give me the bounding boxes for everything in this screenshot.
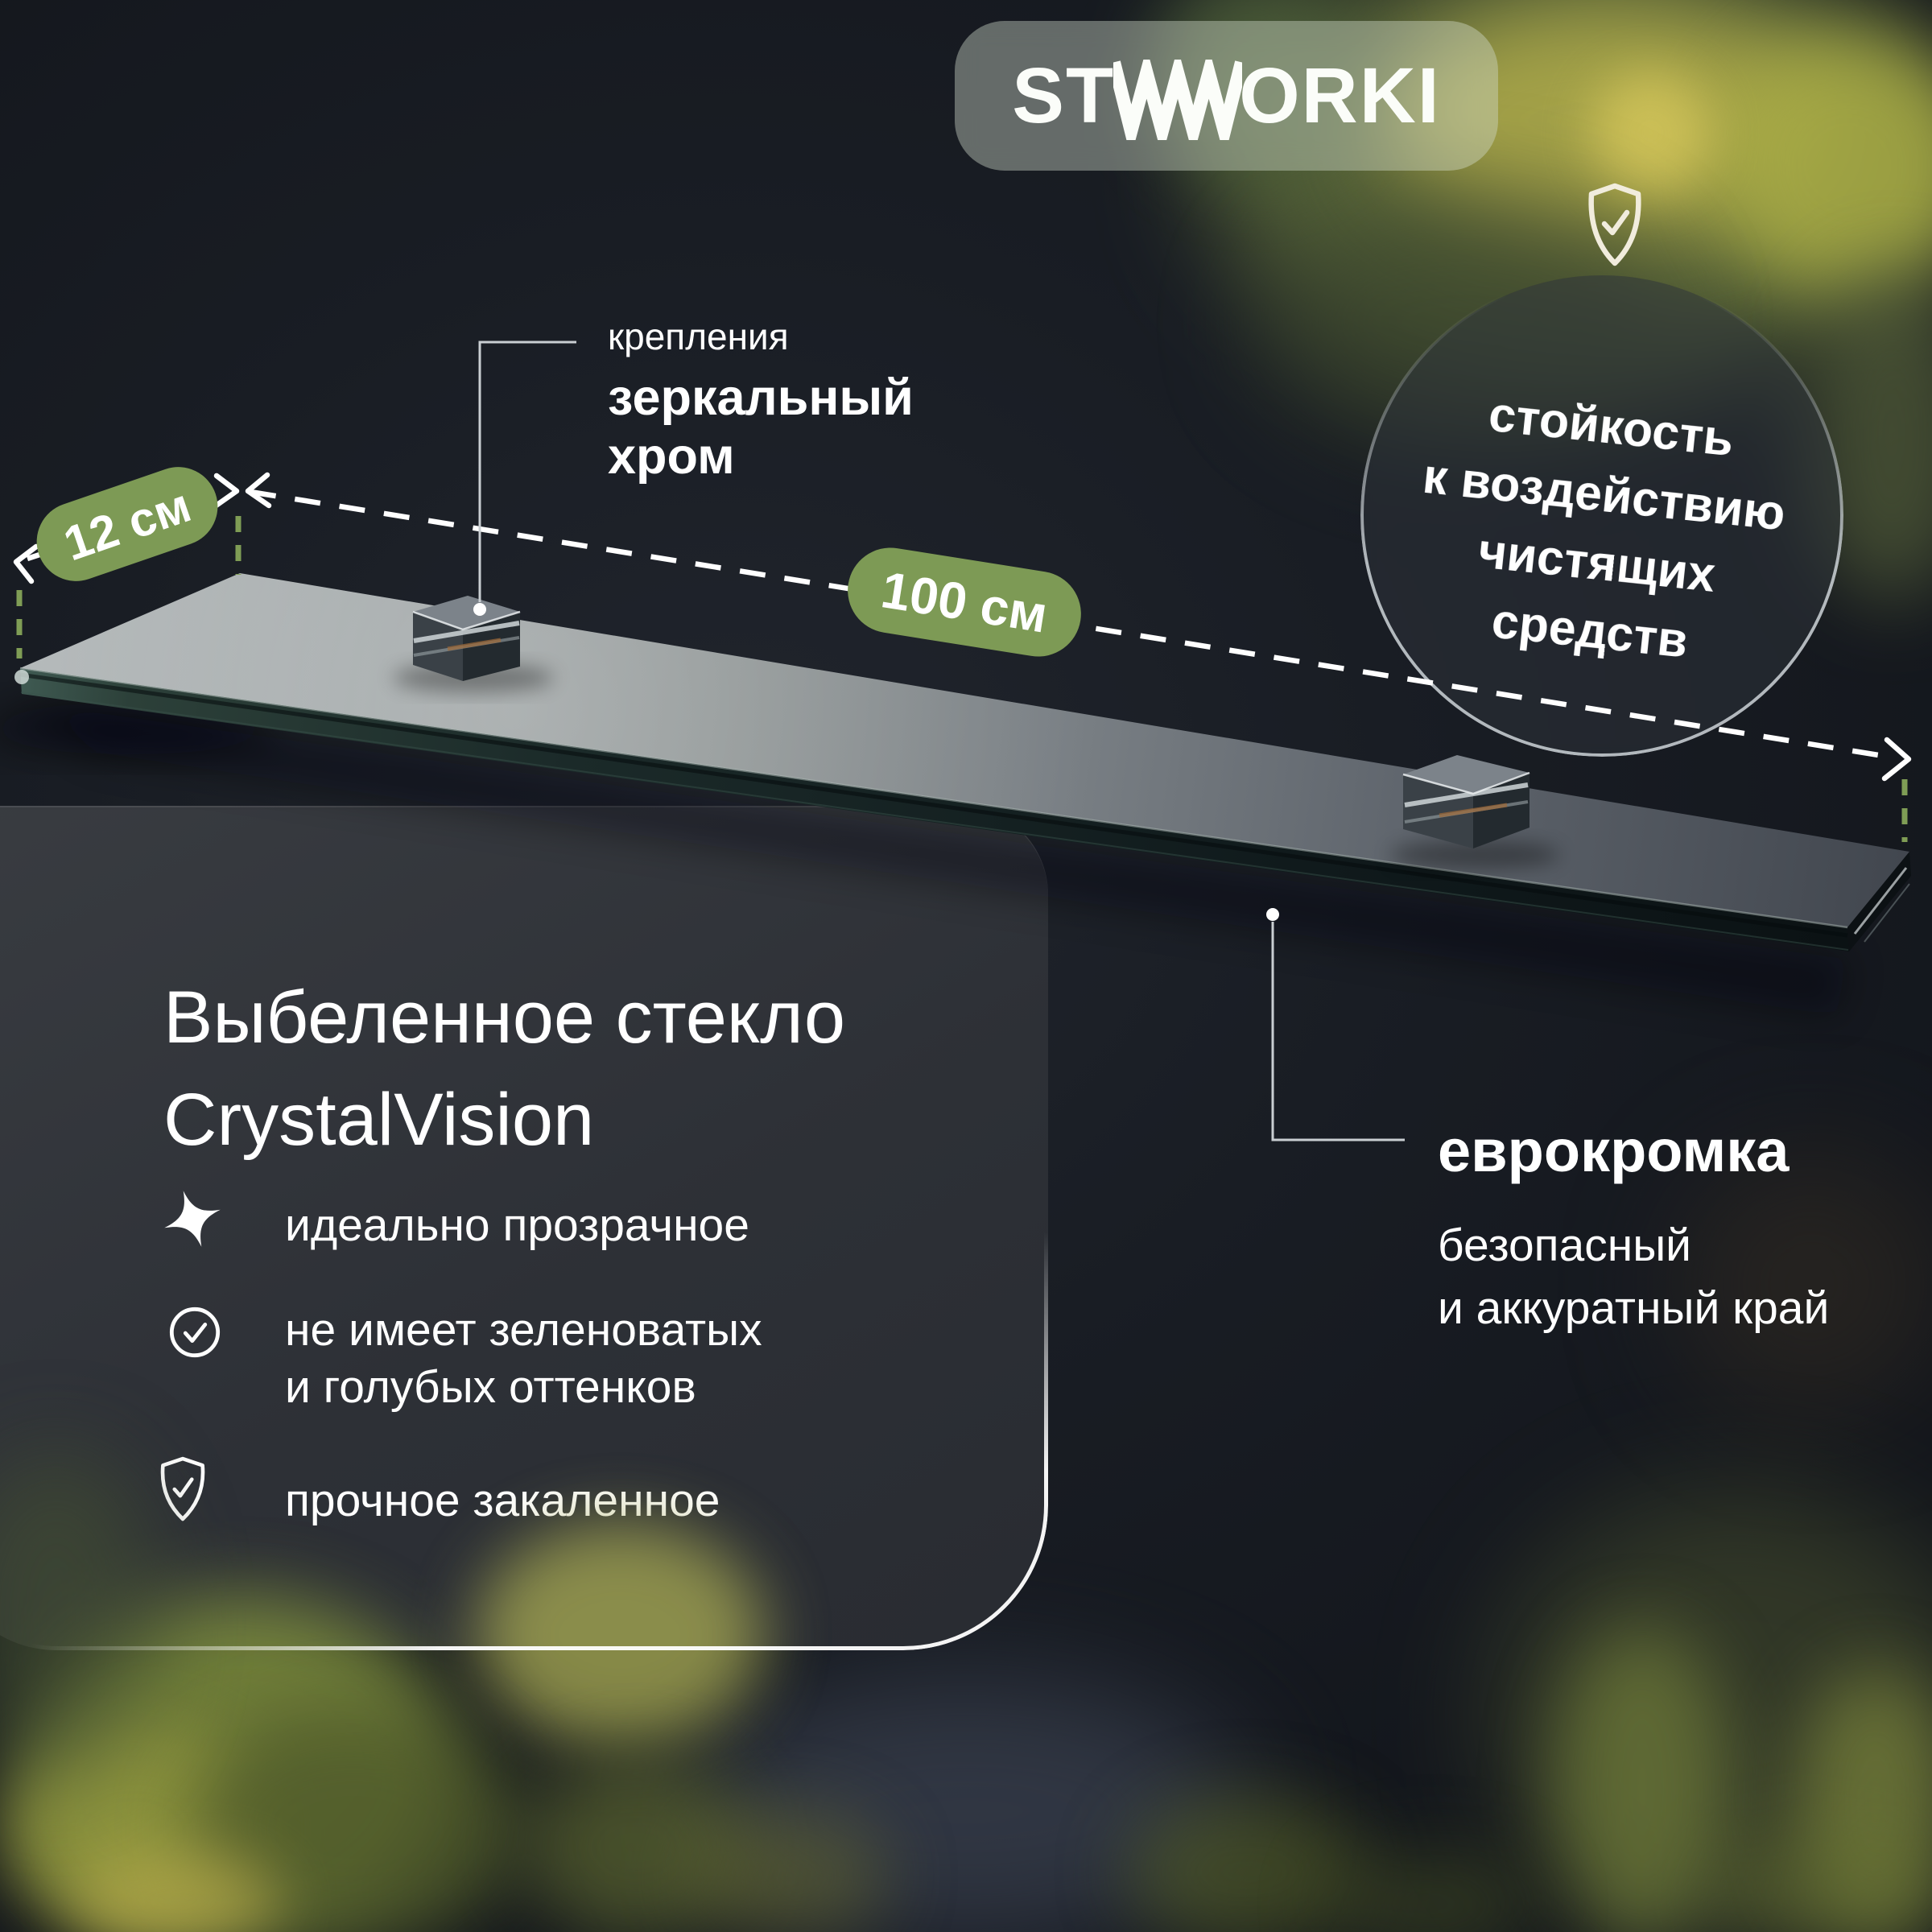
brand-logo-badge: ST ORKI [955,21,1498,171]
glass-info-panel: Выбеленное стекло CrystalVision идеально… [0,806,1048,1650]
panel-title-line2: CrystalVision [163,1079,595,1161]
feature-line: идеально прозрачное [285,1199,749,1251]
logo-text-right: ORKI [1239,52,1441,139]
mount-callout-line3: хром [608,428,735,485]
dimension-arrows [13,472,1912,782]
mount-callout-line2: зеркальный [608,369,914,426]
edge-callout: еврокромка безопасный и аккуратный край [1438,1117,1829,1340]
edge-callout-title: еврокромка [1438,1117,1790,1184]
mount-callout-line [478,341,576,602]
feature-line: не имеет зеленоватых [285,1304,762,1356]
panel-title: Выбеленное стекло CrystalVision [163,967,845,1171]
callout-lines [478,341,1405,1141]
logo-text-left: ST [1012,52,1116,139]
feature-text: не имеет зеленоватых и голубых оттенков [285,1302,762,1416]
shield-check-icon [1584,182,1645,269]
green-leader-lines [16,516,1908,842]
foliage-front-right-5 [1707,1835,1932,1932]
shield-check-icon [158,1456,208,1522]
mount-callout-dot [473,603,486,616]
panel-title-line1: Выбеленное стекло [163,976,846,1059]
edge-callout-sub1: безопасный [1438,1220,1692,1271]
foliage-front-left-2 [475,1521,765,1747]
foliage-front-right-4 [1328,1852,1538,1932]
sparkle-icon [161,1187,224,1250]
feature-text: прочное закаленное [285,1472,720,1530]
foliage-front-left-8 [72,1852,282,1932]
mount-callout-line1: крепления [608,316,789,357]
foliage-blur-top-dot [1590,72,1711,193]
ambient-warm-right [1674,1151,1932,1417]
foliage-blur-top-yellow2 [1715,32,1932,298]
ww-monogram-icon [1113,60,1243,140]
foliage-front-left-7 [692,1811,886,1932]
foliage-front-right-1 [1554,1626,1731,1932]
panel-border-highlight [0,806,1048,1650]
edge-callout-line [1271,922,1405,1141]
brand-logo: ST ORKI [1012,51,1440,141]
mount-callout: крепления зеркальный хром [608,316,914,486]
feature-text: идеально прозрачное [285,1197,749,1254]
edge-callout-dot [1266,908,1279,921]
feature-line: и голубых оттенков [285,1361,696,1413]
length-label: 100 см [877,560,1052,644]
edge-callout-sub: безопасный и аккуратный край [1438,1214,1829,1340]
durability-badge: стойкость к воздействию чистящих средств [1362,183,1842,755]
right-bracket [1390,755,1559,869]
left-bracket [393,596,554,692]
feature-line: прочное закаленное [285,1475,720,1526]
edge-callout-sub2: и аккуратный край [1438,1282,1830,1334]
circle-check-icon [167,1305,222,1360]
